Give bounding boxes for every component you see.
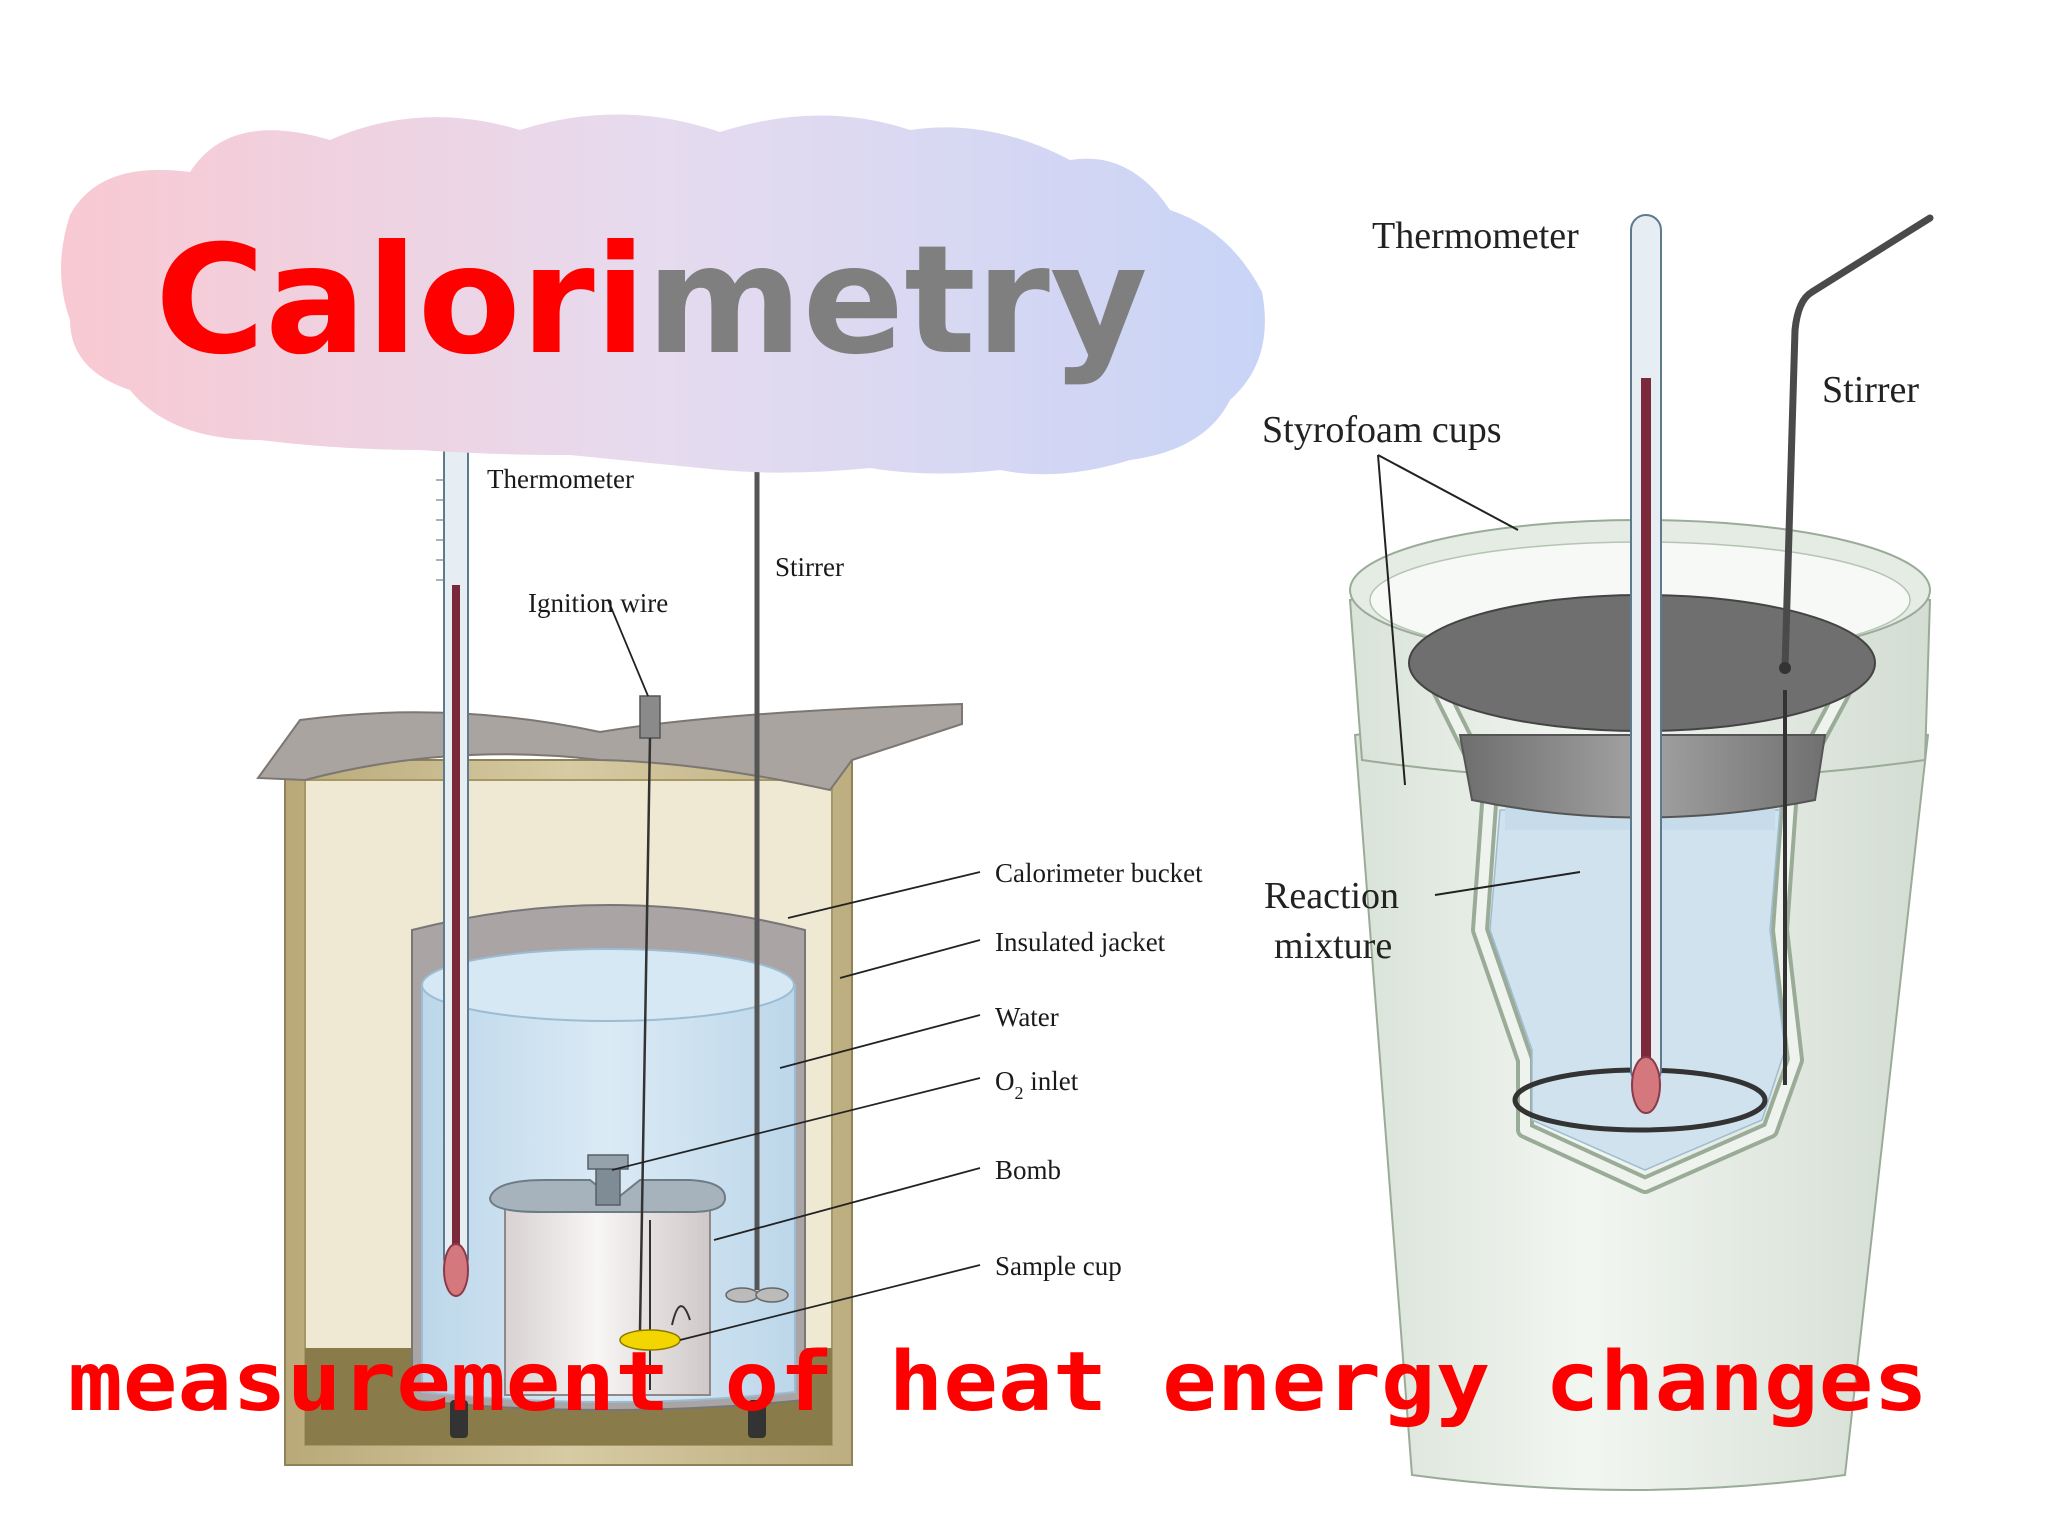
label-stirrer-left: Stirrer — [775, 552, 844, 582]
title-cloud — [61, 114, 1265, 475]
jacket-top-slab — [256, 702, 963, 792]
label-o2-inlet: O2 inlet — [995, 1066, 1079, 1103]
coffee-cup-calorimeter-diagram: Thermometer Stirrer Styrofoam cups React… — [1262, 214, 1934, 1491]
label-thermometer-right: Thermometer — [1372, 215, 1579, 257]
bomb-calorimeter-diagram: Thermometer Stirrer Ignition wire Calori… — [256, 439, 1203, 1466]
label-reaction-mixture-line1: Reaction — [1264, 875, 1399, 917]
ignition-wire-terminal — [639, 695, 661, 739]
bomb-thermometer — [443, 439, 469, 1297]
label-styrofoam-cups: Styrofoam cups — [1262, 409, 1502, 451]
bomb — [488, 1154, 727, 1396]
label-reaction-mixture-line2: mixture — [1274, 925, 1392, 967]
title-banner: Calorimetry — [61, 114, 1265, 475]
label-bomb: Bomb — [995, 1155, 1061, 1185]
label-sample-cup: Sample cup — [995, 1251, 1122, 1281]
label-calorimeter-bucket: Calorimeter bucket — [995, 858, 1203, 888]
label-water: Water — [995, 1002, 1059, 1032]
label-ignition-wire: Ignition wire — [528, 588, 668, 618]
ignition-wire — [638, 737, 652, 1331]
cup-thermometer — [1630, 214, 1662, 1114]
stirrer-wire-right — [1781, 214, 1934, 672]
label-thermometer-left: Thermometer — [487, 464, 634, 494]
page-subtitle: measurement of heat energy changes — [68, 1335, 1928, 1430]
label-stirrer-right: Stirrer — [1822, 369, 1919, 411]
label-insulated-jacket: Insulated jacket — [995, 927, 1166, 957]
page-title: Calorimetry — [155, 214, 1148, 388]
